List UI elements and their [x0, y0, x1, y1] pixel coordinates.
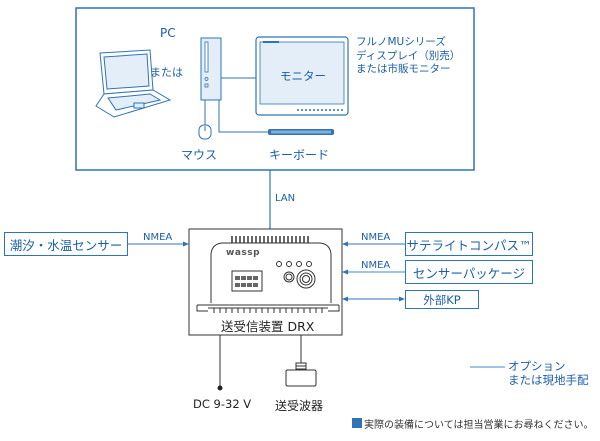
- transducer-label: 送受波器: [275, 399, 324, 413]
- power-terminal-icon: [217, 385, 223, 391]
- wassp-logo: wassp: [226, 248, 261, 258]
- satellite-compass-box: サテライトコンパス™: [405, 232, 533, 256]
- lan-label: LAN: [275, 193, 296, 204]
- pc-tower-icon: [200, 37, 222, 101]
- legend-option-line-text: または現地手配: [508, 373, 589, 387]
- pc-group-frame: [75, 7, 475, 171]
- pc-title: PC: [160, 26, 176, 40]
- mouse-label: マウス: [181, 148, 218, 162]
- external-kp-box: 外部KP: [405, 290, 479, 309]
- display-note: フルノMUシリーズ ディスプレイ（別売） または市販モニター: [356, 36, 460, 77]
- sensor-package-box: センサーパッケージ: [405, 260, 533, 284]
- power-label: DC 9-32 V: [193, 397, 252, 411]
- nmea-label-tide: NMEA: [143, 232, 173, 243]
- display-note-line: ディスプレイ（別売）: [356, 49, 461, 62]
- laptop-icon: [95, 49, 172, 118]
- footnote: 実際の装備については担当営業にお尋ねください。: [364, 420, 594, 431]
- legend-option-line-text: オプション: [508, 359, 566, 373]
- keyboard-label: キーボード: [269, 148, 330, 162]
- legend-option: オプション または現地手配: [508, 359, 589, 387]
- or-label: または: [150, 66, 183, 79]
- keyboard-icon: [268, 129, 334, 135]
- transceiver-label: 送受信装置 DRX: [221, 319, 315, 334]
- footnote-bullet-icon: [352, 418, 362, 428]
- transducer-icon: [285, 362, 317, 387]
- nmea-label-compass: NMEA: [361, 232, 391, 243]
- monitor-icon: [255, 36, 349, 116]
- transceiver-device-icon: [196, 236, 340, 313]
- monitor-label: モニター: [280, 69, 326, 83]
- tide-sensor-box: 潮汐・水温センサー: [4, 232, 128, 256]
- display-note-line: フルノMUシリーズ: [356, 36, 446, 48]
- display-note-line: または市販モニター: [356, 63, 451, 75]
- nmea-label-sensor: NMEA: [361, 260, 391, 271]
- mouse-icon: [198, 124, 212, 140]
